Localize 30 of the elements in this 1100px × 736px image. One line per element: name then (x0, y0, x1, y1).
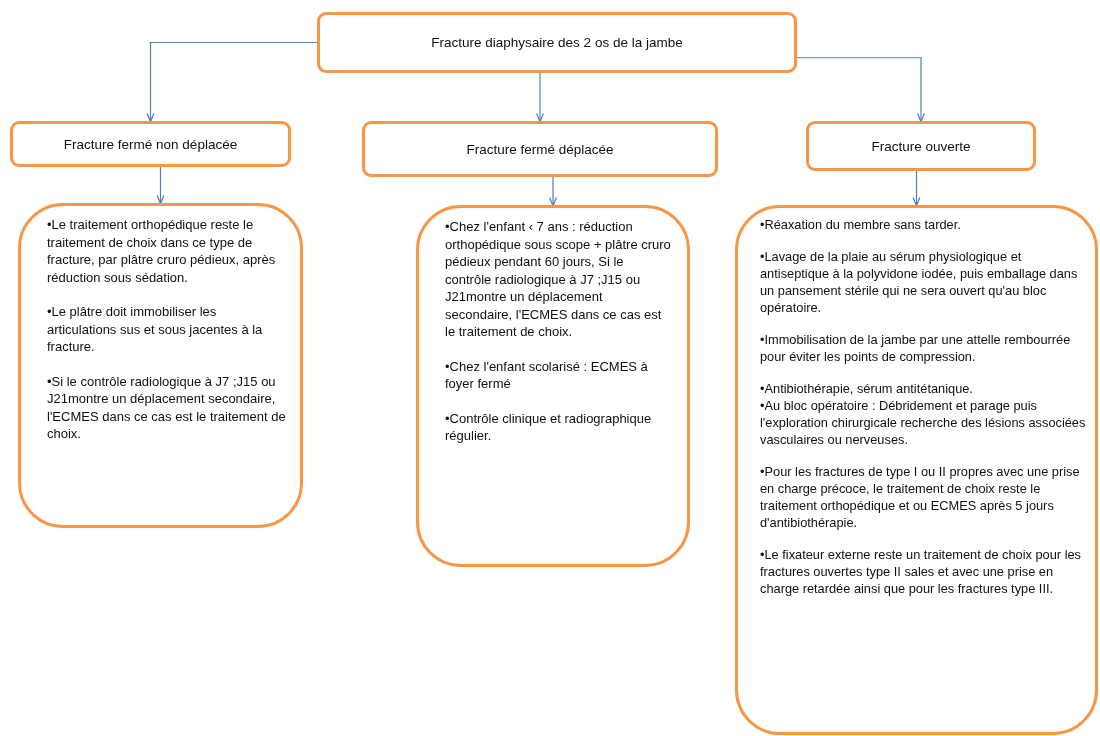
arrow (549, 176, 557, 207)
category-box (362, 121, 718, 177)
paragraph: •Pour les fractures de type I ou II propres avec une prise en charge précoce, le traitement de choix reste le traitement orthopédique et ou ECMES après 5 jours d'antibiothérapie. (760, 463, 1081, 531)
category-box (10, 121, 291, 167)
paragraph: •Si le contrôle radiologique à J7 ;J15 ou J21montre un déplacement secondaire, l'ECMES dans ce cas est le traitement de choix. (47, 372, 286, 443)
paragraph: •Le traitement orthopédique reste le traitement de choix dans ce type de fracture, par plâtre cruro pédieux, après réduction sous sédation. (47, 216, 277, 286)
info-box (416, 205, 690, 567)
paragraph: •Immobilisation de la jambe par une attelle rembourrée pour éviter les points de compression. (760, 331, 1072, 365)
arrow (536, 72, 544, 123)
paragraph: •Le fixateur externe reste un traitement de choix pour les fractures ouvertes type II sales et avec une prise en charge retardée ainsi que pour les fractures type III. (760, 546, 1083, 597)
info-box (735, 205, 1098, 735)
arrow (146, 41, 318, 123)
paragraph: •Chez l'enfant ‹ 7 ans : réduction orthopédique sous scope + plâtre cruro pédieux pendant 60 jours, Si le contrôle radiologique à J7 ;J15 ou J21montre un déplacement secondaire, l'ECMES dans ce cas est le traitement de choix. (445, 218, 672, 341)
box-title: Fracture ouverte (871, 138, 971, 154)
category-box (317, 12, 797, 73)
box-title: Fracture fermé non déplacée (63, 136, 238, 152)
paragraph: •Antibiothérapie, sérum antitétanique. (760, 380, 974, 397)
box-title: Fracture fermé déplacée (466, 141, 614, 157)
box-title: Fracture diaphysaire des 2 os de la jambe (431, 35, 683, 50)
category-box (806, 121, 1036, 171)
paragraph: •Lavage de la plaie au sérum physiologique et antiseptique à la polyvidone iodée, puis emballage dans un pansement stérile qui ne sera ouvert qu'au bloc opératoire. (760, 248, 1079, 316)
arrow (156, 166, 165, 205)
info-box (18, 203, 303, 528)
paragraph: •Chez l'enfant scolarisé : ECMES à foyer fermé (445, 357, 649, 393)
arrow (796, 57, 925, 123)
paragraph: •Réaxation du membre sans tarder. (760, 216, 962, 233)
arrow (912, 170, 921, 207)
paragraph: •Au bloc opératoire : Débridement et parage puis l'exploration chirurgicale recherche des lésions associées vasculaires ou nerveuses. (760, 397, 1087, 448)
paragraph: •Le plâtre doit immobiliser les articulations sus et sous jacentes à la fracture. (47, 303, 264, 356)
paragraph: •Contrôle clinique et radiographique régulier. (445, 409, 653, 445)
